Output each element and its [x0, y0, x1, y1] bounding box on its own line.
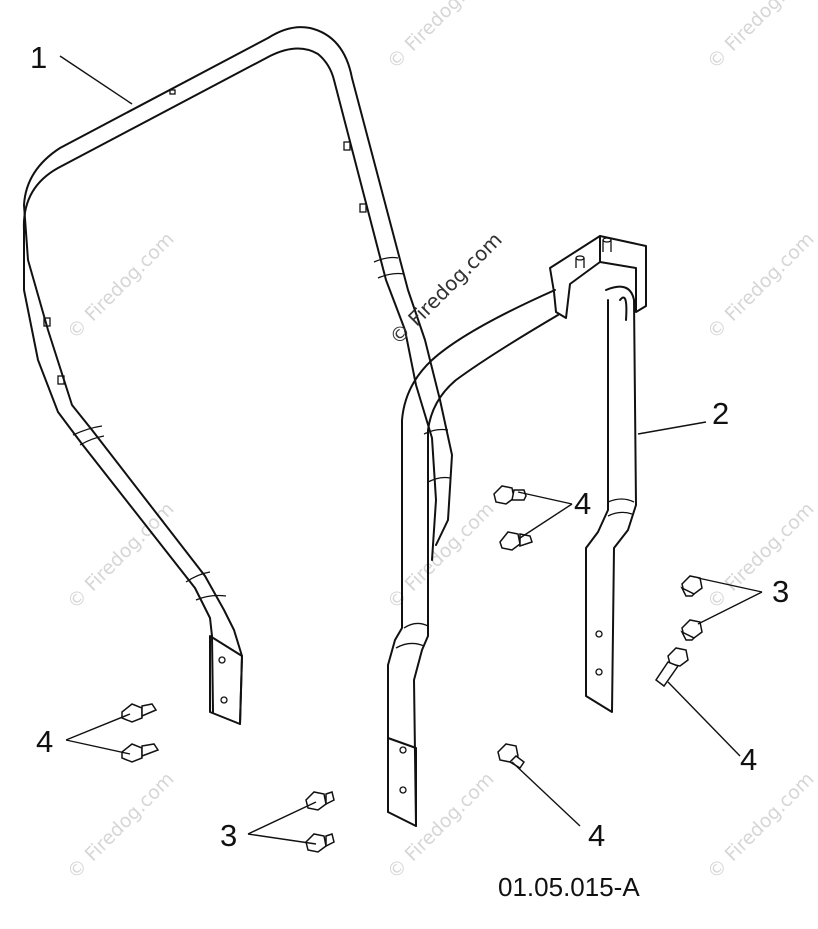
watermark: © Firedog.com — [383, 768, 498, 883]
watermark: © Firedog.com — [63, 768, 178, 883]
fastener-bolt-icon — [497, 743, 526, 770]
callout-4: 4 — [574, 486, 591, 521]
callout-3: 3 — [772, 574, 789, 609]
callout-2: 2 — [712, 396, 729, 431]
watermark: © Firedog.com — [63, 498, 178, 613]
fastener-bolt-icon — [499, 531, 533, 551]
callout-1: 1 — [30, 40, 47, 75]
callout-4: 4 — [740, 742, 757, 777]
fastener-nut-icon — [680, 575, 703, 597]
watermark-main: © Firedog.com — [385, 227, 507, 349]
rops-upper-frame-part-1 — [22, 26, 453, 725]
watermark: © Firedog.com — [383, 498, 498, 613]
callout-3: 3 — [220, 818, 237, 853]
watermark: © Firedog.com — [703, 768, 818, 883]
fastener-bolt-icon — [654, 647, 689, 688]
watermark-layer: © Firedog.com © Firedog.com © Firedog.co… — [63, 0, 818, 884]
watermark: © Firedog.com — [703, 0, 818, 74]
callout-labels: 1 2 4 4 3 3 4 4 — [30, 40, 789, 853]
fastener-nut-icon — [305, 791, 335, 811]
fastener-bolt-icon — [493, 485, 527, 505]
watermark: © Firedog.com — [703, 498, 818, 613]
leader-lines — [59, 55, 763, 845]
fastener-bolt-icon — [121, 743, 160, 763]
watermark: © Firedog.com — [383, 0, 498, 74]
rops-lower-frame-part-2 — [387, 235, 647, 827]
callout-4: 4 — [36, 724, 53, 759]
drawing-number: 01.05.015-A — [498, 872, 640, 902]
fastener-bolt-icon — [121, 703, 158, 723]
watermark: © Firedog.com — [63, 228, 178, 343]
fastener-nut-icon — [680, 619, 703, 641]
fastener-nut-icon — [305, 833, 335, 853]
callout-4: 4 — [588, 818, 605, 853]
watermark: © Firedog.com — [703, 228, 818, 343]
